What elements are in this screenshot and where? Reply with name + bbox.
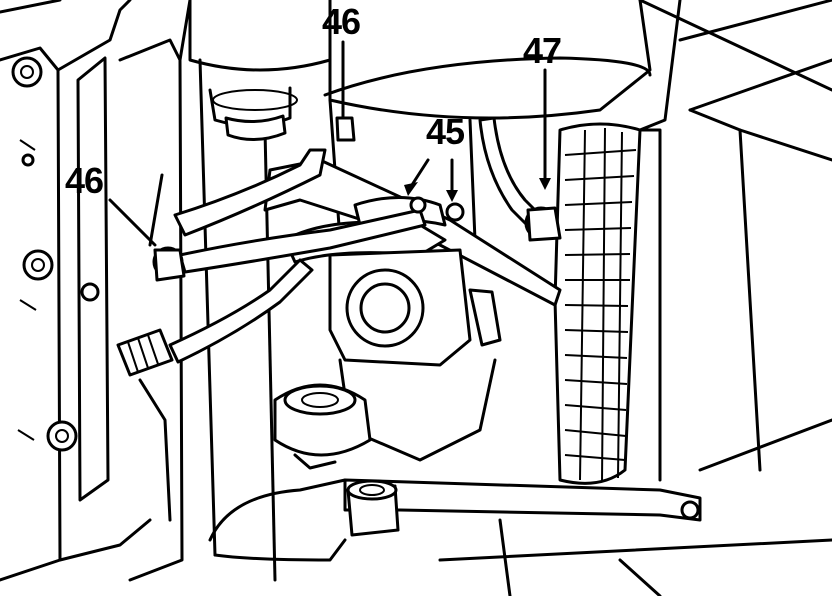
oil-lines	[168, 116, 542, 364]
oil-pump-body	[328, 248, 502, 462]
callout-47: 47	[523, 30, 562, 71]
block-pillar	[138, 0, 277, 582]
callout-46-top: 46	[322, 1, 361, 42]
flange-bolts	[11, 56, 100, 452]
intake-duct	[553, 0, 682, 485]
lower-boss	[273, 383, 372, 470]
bottom-strut	[208, 478, 832, 596]
callout-46-left: 46	[65, 160, 104, 201]
left-flange	[0, 0, 184, 582]
hose-fittings	[116, 196, 562, 377]
callout-45: 45	[426, 111, 465, 152]
leader-lines	[108, 40, 551, 247]
filter-housing	[188, 0, 332, 141]
right-panels	[638, 0, 832, 472]
